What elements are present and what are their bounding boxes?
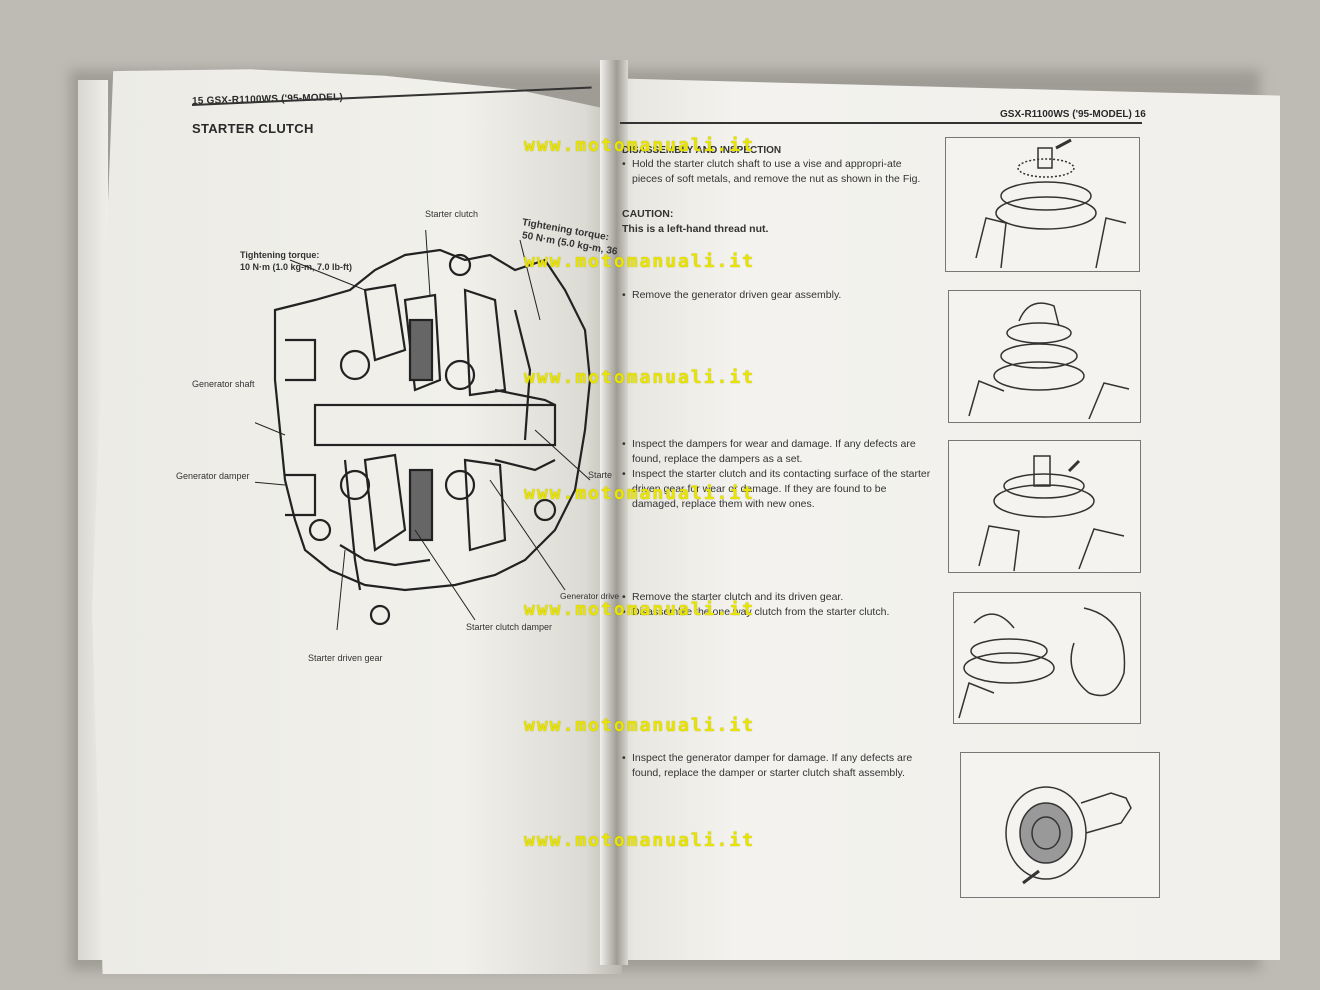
illustration-inspect-dampers: [948, 440, 1141, 573]
right-page-header: GSX-R1100WS ('95-MODEL) 16: [1000, 109, 1146, 120]
step-3-text-b: Inspect the starter clutch and its conta…: [632, 468, 931, 510]
book-gutter: [600, 60, 628, 965]
label-starter-right: Starte: [588, 470, 613, 480]
starter-clutch-removal-drawing: [958, 607, 1126, 719]
label-torque-small-2: 10 N·m (1.0 kg-m, 7.0 lb-ft): [240, 262, 353, 272]
illustration-remove-starter-clutch: [953, 592, 1141, 724]
step-5-text: Inspect the generator damper for damage.…: [632, 752, 913, 779]
step-4-text-b: Disassemble the one way clutch from the …: [632, 606, 890, 618]
right-page: [600, 78, 1280, 960]
step-4-text-a: Remove the starter clutch and its driven…: [632, 591, 844, 603]
caution-block: CAUTION: This is a left-hand thread nut.: [622, 207, 927, 237]
watermark-5: www.motomanuali.it: [524, 599, 756, 620]
watermark-3: www.motomanuali.it: [524, 367, 756, 388]
step-2-text: Remove the generator driven gear assembl…: [632, 289, 842, 301]
page-title: STARTER CLUTCH: [192, 121, 314, 136]
illustration-remove-driven-gear: [948, 290, 1141, 423]
label-generator-shaft: Generator shaft: [192, 379, 255, 389]
label-generator-drive: Generator drive: [560, 591, 620, 601]
step-1-text: Hold the starter clutch shaft to use a v…: [632, 158, 921, 185]
starter-clutch-diagram: [255, 230, 592, 630]
generator-damper-drawing: [1005, 786, 1132, 885]
dampers-drawing: [978, 455, 1125, 572]
step-1-bullet: •Hold the starter clutch shaft to use a …: [622, 157, 927, 187]
step-2: •Remove the generator driven gear assemb…: [622, 289, 842, 301]
section-heading-disassembly: DISASSEMBLY AND INSPECTION: [622, 145, 782, 156]
watermark-2: www.motomanuali.it: [524, 251, 756, 272]
label-generator-damper: Generator damper: [176, 471, 250, 481]
left-page: [92, 69, 622, 974]
label-starter-clutch: Starter clutch: [425, 209, 479, 219]
illustration-remove-nut: [945, 137, 1140, 272]
watermark-7: www.motomanuali.it: [524, 830, 756, 851]
clutch-vise-drawing: [975, 138, 1127, 269]
caution-text: This is a left-hand thread nut.: [622, 223, 769, 235]
step-1: •Hold the starter clutch shaft to use a …: [622, 157, 927, 187]
step-3: •Inspect the dampers for wear and damage…: [622, 438, 931, 510]
label-starter-clutch-damper: Starter clutch damper: [466, 622, 553, 632]
watermark-1: www.motomanuali.it: [524, 135, 756, 156]
caution-title: CAUTION:: [622, 208, 674, 220]
step-3-text-a: Inspect the dampers for wear and damage.…: [632, 438, 916, 465]
right-header-rule: [620, 122, 1142, 124]
label-torque-small-1: Tightening torque:: [240, 250, 320, 260]
illustration-generator-damper: [960, 752, 1160, 898]
label-starter-driven-gear: Starter driven gear: [308, 653, 383, 663]
step-4: •Remove the starter clutch and its drive…: [622, 591, 890, 618]
step-5: •Inspect the generator damper for damage…: [622, 751, 942, 781]
watermark-4: www.motomanuali.it: [524, 483, 756, 504]
watermark-6: www.motomanuali.it: [524, 715, 756, 736]
driven-gear-drawing: [968, 302, 1130, 420]
